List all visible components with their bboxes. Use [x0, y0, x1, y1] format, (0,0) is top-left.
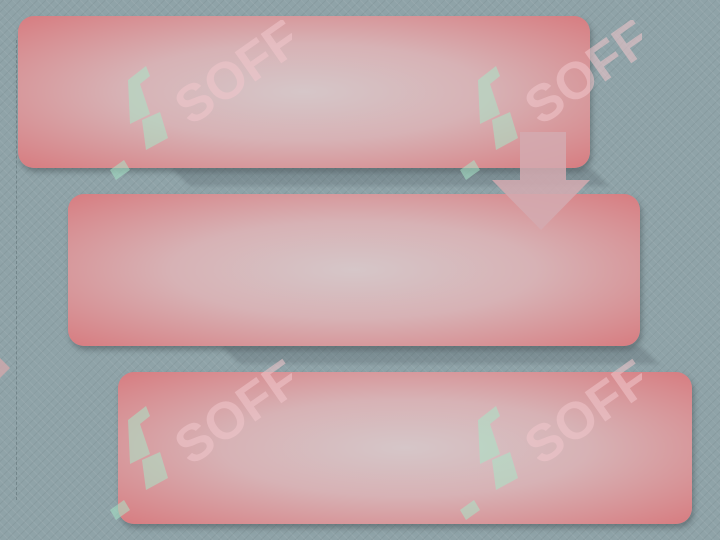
watermark-logo-icon: SOFF: [110, 349, 292, 520]
vertical-guide-line: [16, 40, 17, 500]
svg-text:SOFF: SOFF: [514, 349, 642, 476]
content-box-3[interactable]: [118, 372, 692, 524]
watermark-logo-icon: SOFF: [460, 20, 642, 180]
watermark-logo-icon: SOFF: [460, 349, 642, 520]
content-box-1[interactable]: [18, 16, 590, 168]
svg-text:SOFF: SOFF: [164, 349, 292, 476]
down-arrow-icon: [492, 132, 590, 230]
left-edge-marker: [0, 358, 10, 378]
svg-text:SOFF: SOFF: [514, 20, 642, 136]
watermark-logo-icon: SOFF: [110, 20, 292, 180]
svg-text:SOFF: SOFF: [164, 20, 292, 136]
